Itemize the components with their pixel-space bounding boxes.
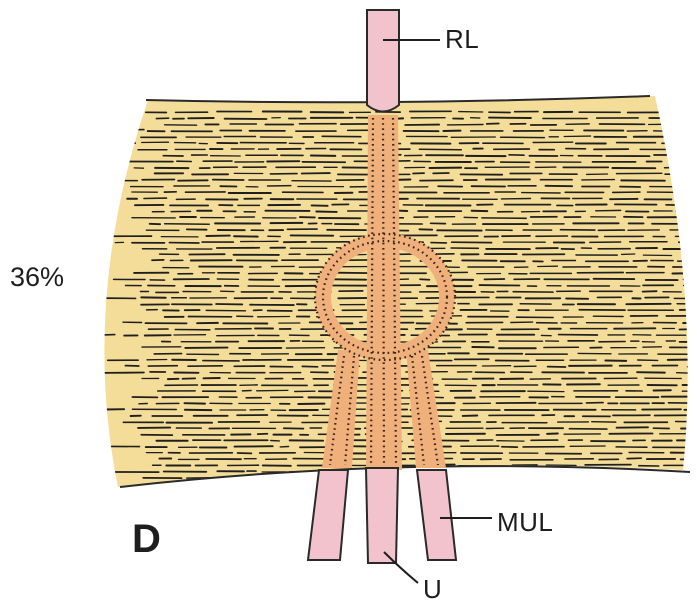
panel-letter: D bbox=[132, 519, 161, 559]
bottom-right-tube bbox=[417, 470, 456, 560]
percentage-label: 36% bbox=[10, 264, 64, 291]
label-mul: MUL bbox=[497, 509, 553, 535]
central-strand bbox=[366, 115, 402, 470]
label-u: U bbox=[423, 576, 442, 602]
bottom-left-tube bbox=[308, 470, 348, 560]
bottom-center-tube bbox=[366, 468, 398, 563]
top-tube bbox=[367, 10, 399, 112]
label-rl: RL bbox=[445, 26, 479, 52]
leader-u bbox=[384, 552, 418, 583]
